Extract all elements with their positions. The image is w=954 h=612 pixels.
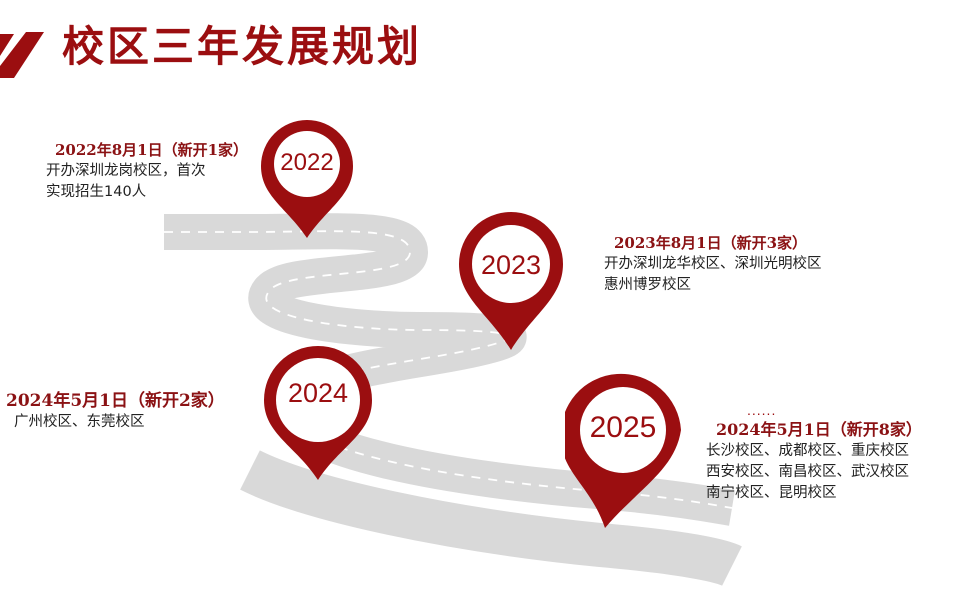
milestone-2024: 2024年5月1日（新开2家） 广州校区、东莞校区 xyxy=(6,390,225,433)
milestone-line: 开办深圳龙岗校区，首次 xyxy=(46,161,248,182)
ellipsis-mark: ...... xyxy=(747,402,776,418)
milestone-line: 开办深圳龙华校区、深圳光明校区 xyxy=(604,254,822,275)
pin-2022: 2022 xyxy=(247,108,367,278)
milestone-2025: 2024年5月1日（新开8家） 长沙校区、成都校区、重庆校区 西安校区、南昌校区… xyxy=(716,420,922,504)
milestone-line: 广州校区、东莞校区 xyxy=(14,412,225,433)
pin-year-label: 2022 xyxy=(247,151,367,175)
pin-2025: 2025 xyxy=(565,366,685,536)
pin-year-label: 2023 xyxy=(451,252,571,279)
pin-2024: 2024 xyxy=(258,334,378,504)
pin-2023: 2023 xyxy=(451,194,571,364)
milestone-line: 惠州博罗校区 xyxy=(604,275,822,296)
map-pin-icon xyxy=(258,334,378,504)
milestone-line: 西安校区、南昌校区、武汉校区 xyxy=(706,462,922,483)
milestone-date: 2024年5月1日（新开2家） xyxy=(6,390,225,412)
pin-year-label: 2024 xyxy=(258,380,378,407)
pin-year-label: 2025 xyxy=(563,413,683,443)
milestone-line: 实现招生140人 xyxy=(46,182,248,203)
milestone-date: 2024年5月1日（新开8家） xyxy=(716,420,922,441)
milestone-line: 长沙校区、成都校区、重庆校区 xyxy=(706,441,922,462)
map-pin-icon xyxy=(247,108,367,278)
milestone-2023: 2023年8月1日（新开3家） 开办深圳龙华校区、深圳光明校区 惠州博罗校区 xyxy=(614,234,822,296)
milestone-date: 2023年8月1日（新开3家） xyxy=(614,234,822,254)
milestone-date: 2022年8月1日（新开1家） xyxy=(55,141,248,161)
map-pin-icon xyxy=(565,366,685,536)
milestone-2022: 2022年8月1日（新开1家） 开办深圳龙岗校区，首次 实现招生140人 xyxy=(55,141,248,203)
milestone-line: 南宁校区、昆明校区 xyxy=(706,483,922,504)
